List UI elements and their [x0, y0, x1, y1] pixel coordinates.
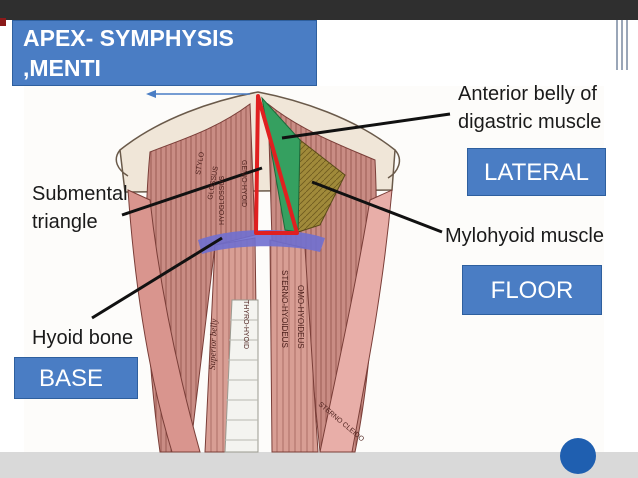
floor-label-box: FLOOR	[462, 265, 602, 315]
label-thyro-hyoid: THYRO-HYOID	[242, 300, 249, 349]
decorative-circle	[560, 438, 596, 474]
submental-line1: Submental	[32, 183, 128, 205]
lateral-label-box: LATERAL	[467, 148, 606, 196]
pointer-mylohyoid	[311, 180, 443, 234]
label-stylo: STYLO	[195, 151, 206, 175]
apex-title-line1: APEX- SYMPHYSIS	[23, 25, 234, 51]
decorative-lines	[614, 20, 632, 70]
submental-label: Submental triangle	[32, 180, 128, 236]
anterior-belly-line2: digastric muscle	[458, 111, 602, 133]
label-hyoglossus: HYOGLOSSUS	[219, 176, 226, 225]
apex-title-line2: ,MENTI	[23, 55, 101, 81]
sternocleido-muscle	[319, 189, 393, 453]
label-omo-hyoid: OMO-HYOIDEUS	[296, 285, 305, 349]
trachea	[224, 299, 259, 453]
top-bar-accent	[0, 18, 6, 26]
label-sterno-hyoid: STERNO-HYOIDEUS	[280, 270, 289, 348]
hyoid-bone	[198, 229, 325, 254]
anterior-belly-label: Anterior belly of digastric muscle	[458, 80, 601, 136]
base-label-box: BASE	[14, 357, 138, 399]
pointer-hyoid	[91, 236, 223, 320]
pointer-submental	[121, 166, 263, 217]
hyoid-label: Hyoid bone	[32, 327, 134, 349]
label-genio-hyoid: GENIO-HYOID	[240, 160, 247, 207]
apex-label-box: APEX- SYMPHYSIS ,MENTI	[12, 20, 317, 86]
top-bar	[0, 0, 638, 20]
label-superior-belly: Superior belly	[207, 319, 219, 371]
pointer-digastric	[281, 112, 451, 140]
footer-band	[0, 452, 638, 478]
submental-line2: triangle	[32, 211, 98, 233]
mylohyoid-label: Mylohyoid muscle	[445, 225, 604, 247]
left-strap-muscle	[127, 189, 201, 453]
submental-triangle-outline	[254, 94, 299, 235]
anterior-belly-line1: Anterior belly of	[458, 83, 597, 105]
